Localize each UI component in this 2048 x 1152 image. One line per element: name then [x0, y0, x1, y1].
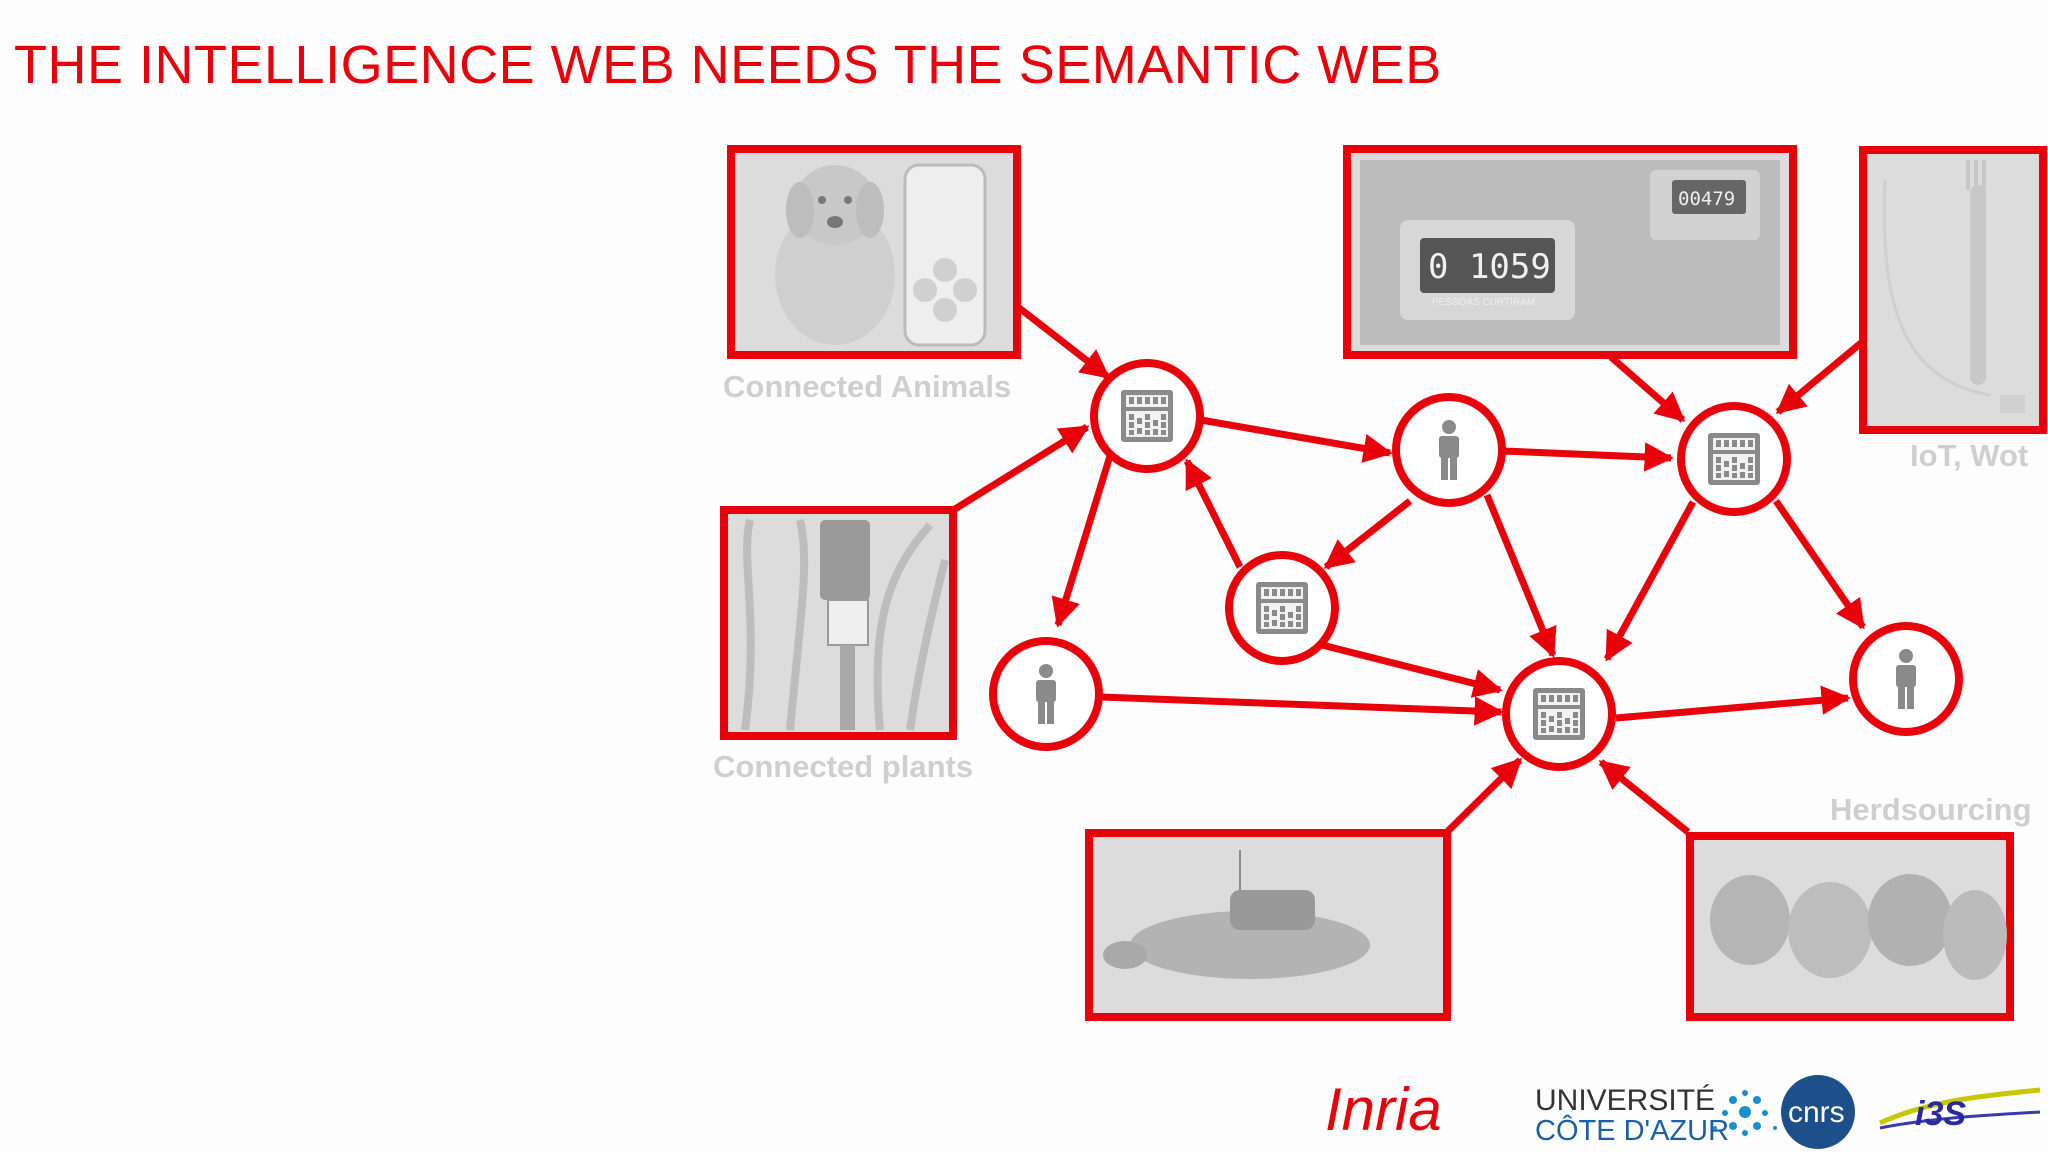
- edge-machine-a-to-human-a: [1200, 416, 1393, 463]
- svg-text:cnrs: cnrs: [1788, 1096, 1845, 1129]
- edge-machine-d-to-human-c: [1615, 685, 1851, 722]
- connected-animals-image: [727, 145, 1021, 359]
- svg-text:i3S: i3S: [1915, 1095, 1966, 1133]
- human-node-a: [1392, 393, 1506, 507]
- abacus-icon: [1121, 390, 1173, 442]
- dog-picture: [775, 165, 895, 345]
- edge-machine-c-to-machine-d: [1603, 500, 1697, 662]
- phone-picture: [903, 163, 987, 347]
- edge-plants-to-machine-a: [953, 424, 1090, 512]
- svg-text:UNIVERSITÉ: UNIVERSITÉ: [1535, 1084, 1715, 1117]
- human-node-c: [1849, 622, 1963, 736]
- edge-herd-to-machine-d: [1598, 759, 1691, 835]
- counter-small-value: 00479: [1678, 188, 1735, 210]
- edge-machine-a-to-human-b: [1051, 454, 1114, 628]
- herd-image: [1686, 832, 2014, 1021]
- edge-machine-b-to-machine-a: [1183, 458, 1244, 569]
- edge-turtle-to-machine-d: [1445, 757, 1523, 834]
- machine-node-d: [1502, 657, 1616, 771]
- machine-node-a: [1090, 359, 1204, 473]
- slide-title: THE INTELLIGENCE WEB NEEDS THE SEMANTIC …: [14, 35, 1442, 95]
- diagram-edges: [953, 304, 1866, 835]
- cnrs-logo: cnrs: [1781, 1075, 1855, 1149]
- logo-bar: Inria UNIVERSITÉ CÔTE D'AZUR cnrs i3S: [1325, 1075, 2041, 1149]
- edge-counter-to-machine-c: [1608, 354, 1686, 423]
- abacus-icon: [1708, 433, 1760, 485]
- svg-text:Inria: Inria: [1325, 1076, 1442, 1143]
- machine-node-b: [1225, 551, 1339, 665]
- counter-label: PESSOAS CURTIRAM: [1432, 297, 1535, 308]
- edge-machine-b-to-machine-d: [1321, 641, 1503, 698]
- svg-text:CÔTE D'AZUR: CÔTE D'AZUR: [1535, 1113, 1729, 1147]
- edge-human-b-to-machine-d: [1100, 693, 1504, 726]
- caption-connected-plants: Connected plants: [713, 749, 973, 784]
- caption-herdsourcing: Herdsourcing: [1830, 792, 2032, 827]
- caption-connected-animals: Connected Animals: [723, 369, 1011, 404]
- edge-human-a-to-machine-c: [1502, 442, 1674, 472]
- edge-animals-to-machine-a: [1015, 304, 1111, 380]
- caption-iot-wot: IoT, Wot: [1910, 438, 2028, 473]
- human-node-b: [989, 637, 1103, 751]
- like-counter-image: 0 1059 PESSOAS CURTIRAM 00479: [1343, 145, 1797, 359]
- edge-machine-c-to-human-c: [1773, 499, 1866, 630]
- edge-iot-to-machine-c: [1775, 340, 1864, 415]
- connected-plants-image: [720, 506, 957, 740]
- i3s-logo: i3S: [1878, 1087, 2041, 1133]
- counter-main-value: 0 1059: [1428, 247, 1551, 287]
- abacus-icon: [1533, 688, 1585, 740]
- universite-cote-dazur-logo: UNIVERSITÉ CÔTE D'AZUR: [1535, 1084, 1777, 1147]
- turtle-image: [1085, 829, 1451, 1021]
- machine-node-c: [1677, 402, 1791, 516]
- iot-fork-image: [1859, 146, 2047, 434]
- abacus-icon: [1256, 582, 1308, 634]
- edge-human-a-to-machine-d: [1483, 493, 1557, 658]
- edge-human-a-to-machine-b: [1323, 498, 1413, 570]
- inria-logo: Inria: [1325, 1076, 1442, 1143]
